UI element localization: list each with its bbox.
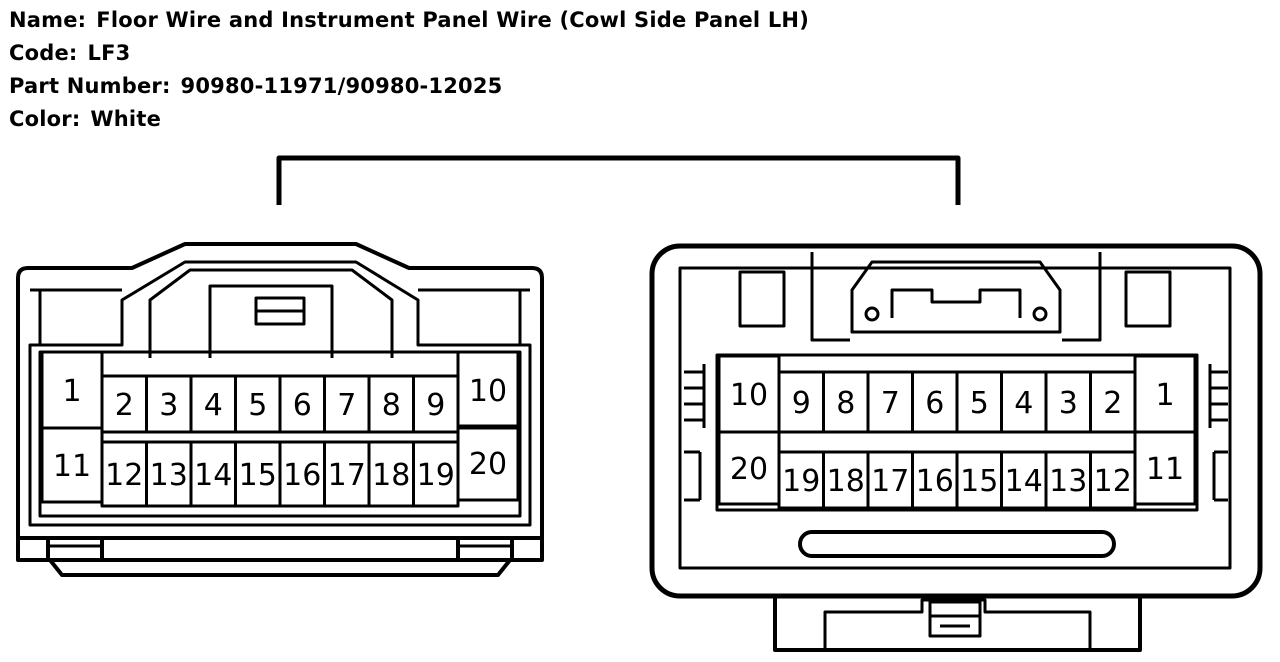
right-pins-pin-3: 3	[1059, 386, 1078, 421]
right-pins-pin-2: 2	[1103, 386, 1122, 421]
left-pins-pin-12: 12	[105, 458, 143, 493]
part-number-line: Part Number: 90980-11971/90980-12025	[9, 70, 809, 103]
left-pins-pin-4: 4	[204, 388, 223, 423]
right-pins-pin-7: 7	[881, 386, 900, 421]
connector-info-header: Name: Floor Wire and Instrument Panel Wir…	[9, 4, 809, 136]
name-label: Name:	[9, 8, 87, 32]
right-connector-inner-frame	[678, 266, 1232, 570]
left-pins-pin-13: 13	[150, 458, 188, 493]
connector-pair-bracket	[276, 155, 961, 205]
right-pins-pin-8: 8	[836, 386, 855, 421]
right-pins-pin-6: 6	[925, 386, 944, 421]
right-pins-pin-11: 11	[1146, 452, 1184, 487]
code-value: LF3	[87, 41, 131, 65]
left-pins-pin-15: 15	[239, 458, 277, 493]
right-connector-housing	[649, 243, 1263, 599]
color-line: Color: White	[9, 103, 809, 136]
right-pins-pin-20: 20	[730, 452, 768, 487]
left-connector-cavity-block	[38, 350, 522, 518]
left-pins-pin-8: 8	[382, 388, 401, 423]
left-connector-bottom-rail	[16, 538, 544, 562]
left-pins-pin-3: 3	[159, 388, 178, 423]
right-pins-pin-10: 10	[730, 378, 768, 413]
color-label: Color:	[9, 107, 81, 131]
right-pins-pin-16: 16	[916, 464, 954, 499]
left-pins-pin-18: 18	[372, 458, 410, 493]
code-line: Code: LF3	[9, 37, 809, 70]
left-pins-pin-19: 19	[417, 458, 455, 493]
left-pins-pin-9: 9	[426, 388, 445, 423]
right-connector-bottom-slot	[798, 530, 1116, 558]
right-connector-left-rivet	[864, 306, 880, 322]
right-pins-pin-15: 15	[960, 464, 998, 499]
left-pins-pin-16: 16	[283, 458, 321, 493]
left-connector-inner-frame	[28, 260, 532, 527]
name-value: Floor Wire and Instrument Panel Wire (Co…	[96, 8, 809, 32]
right-connector-left-ribs	[684, 364, 706, 502]
left-pins-pin-5: 5	[248, 388, 267, 423]
right-pins-pin-17: 17	[871, 464, 909, 499]
right-connector-left-boss	[738, 270, 786, 328]
right-pins-pin-4: 4	[1014, 386, 1033, 421]
right-connector-right-ribs	[1208, 364, 1228, 502]
right-pins-pin-14: 14	[1005, 464, 1043, 499]
left-pins-pin-10: 10	[469, 374, 507, 409]
right-connector-cavity-block	[715, 353, 1199, 512]
right-pins-pin-1: 1	[1155, 378, 1174, 413]
right-connector-right-boss	[1124, 270, 1172, 328]
color-value: White	[90, 107, 162, 131]
left-pins-row-separator	[100, 430, 460, 444]
right-pins-pin-19: 19	[782, 464, 820, 499]
left-pins-pin-2: 2	[115, 388, 134, 423]
right-connector-bottom-lock	[773, 596, 1142, 652]
left-pins-pin-11: 11	[53, 449, 91, 484]
right-pins-pin-18: 18	[827, 464, 865, 499]
right-connector-lock-window	[850, 260, 1062, 334]
right-pins-pin-12: 12	[1094, 464, 1132, 499]
left-connector-housing	[16, 242, 544, 540]
right-pins-pin-9: 9	[792, 386, 811, 421]
part-number-value: 90980-11971/90980-12025	[180, 74, 503, 98]
left-connector-lock-lever	[148, 268, 394, 358]
left-pins-pin-17: 17	[328, 458, 366, 493]
part-number-label: Part Number:	[9, 74, 171, 98]
left-pins-pin-7: 7	[337, 388, 356, 423]
left-pins-pin-14: 14	[194, 458, 232, 493]
right-pins-pin-13: 13	[1049, 464, 1087, 499]
name-line: Name: Floor Wire and Instrument Panel Wir…	[9, 4, 809, 37]
right-connector-right-rivet	[1032, 306, 1048, 322]
left-pins-pin-1: 1	[62, 374, 81, 409]
code-label: Code:	[9, 41, 78, 65]
left-pins-pin-20: 20	[469, 447, 507, 482]
right-pins-row-separator	[777, 430, 1137, 454]
left-pins-pin-6: 6	[293, 388, 312, 423]
right-pins-pin-5: 5	[970, 386, 989, 421]
